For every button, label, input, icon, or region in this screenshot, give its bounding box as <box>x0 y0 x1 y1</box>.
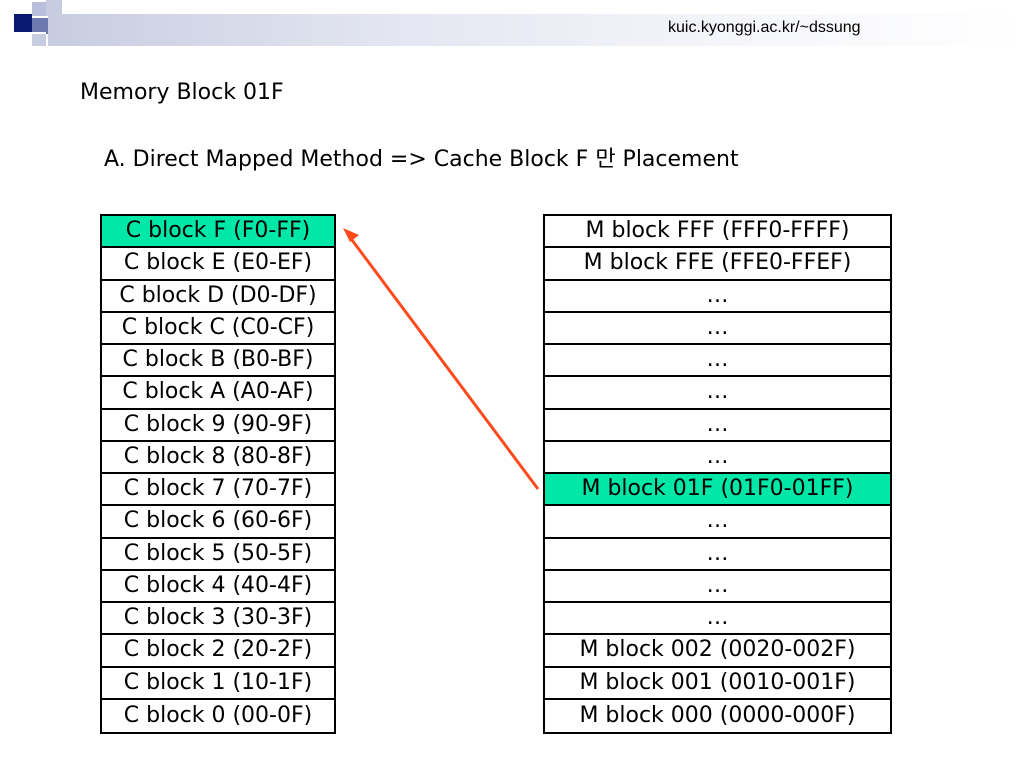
deco-square-light-3 <box>32 34 46 46</box>
cache-block-cell: C block 1 (10-1F) <box>102 668 334 700</box>
slide-title: Memory Block 01F <box>80 80 284 105</box>
memory-block-cell: M block FFF (FFF0-FFFF) <box>545 216 890 249</box>
cache-block-cell: C block 0 (00-0F) <box>123 702 313 728</box>
cache-block-cell: C block E (E0-EF) <box>102 248 334 281</box>
memory-block-cell: M block FFE (FFE0-FFEF) <box>545 248 890 281</box>
cache-block-table: C block F (F0-FF) C block E (E0-EF) C bl… <box>100 214 336 734</box>
deco-square-light-2 <box>46 0 62 16</box>
memory-block-table: M block FFF (FFF0-FFFF) M block FFE (FFE… <box>543 214 892 734</box>
memory-block-cell: M block 01F (01F0-01FF) <box>545 474 890 507</box>
cache-block-cell: C block C (C0-CF) <box>102 313 334 345</box>
memory-block-cell: M block 001 (0010-001F) <box>545 668 890 700</box>
memory-block-cell: M block 002 (0020-002F) <box>545 635 890 668</box>
memory-block-cell: … <box>545 571 890 603</box>
slide-header: kuic.kyonggi.ac.kr/~dssung <box>0 0 1024 48</box>
memory-block-cell: … <box>545 410 890 442</box>
memory-block-cell: … <box>545 281 890 313</box>
memory-block-cell: … <box>545 377 890 410</box>
cache-block-cell: C block 9 (90-9F) <box>102 410 334 442</box>
cache-block-cell: C block 7 (70-7F) <box>102 474 334 507</box>
deco-square-mid-1 <box>32 18 46 32</box>
memory-block-cell: … <box>545 603 890 636</box>
mapping-arrow-line <box>347 235 540 490</box>
cache-block-cell: C block 2 (20-2F) <box>102 635 334 668</box>
cache-block-cell: C block A (A0-AF) <box>102 377 334 410</box>
cache-block-cell: C block 8 (80-8F) <box>102 442 334 474</box>
cache-block-cell: C block 4 (40-4F) <box>102 571 334 603</box>
memory-block-cell: … <box>545 313 890 345</box>
cache-block-cell: C block B (B0-BF) <box>102 345 334 378</box>
cache-block-cell: C block 5 (50-5F) <box>102 539 334 571</box>
site-url: kuic.kyonggi.ac.kr/~dssung <box>668 19 861 36</box>
cache-block-cell: C block D (D0-DF) <box>102 281 334 313</box>
cache-block-cell: C block 3 (30-3F) <box>102 603 334 636</box>
cache-block-cell: C block 6 (60-6F) <box>102 506 334 539</box>
cache-block-cell: C block F (F0-FF) <box>102 216 334 249</box>
slide-subtitle: A. Direct Mapped Method => Cache Block F… <box>104 147 739 172</box>
deco-square-light-1 <box>32 2 46 16</box>
deco-square-dark-1 <box>14 14 32 32</box>
mapping-arrow-head <box>343 228 359 242</box>
memory-block-cell: … <box>545 506 890 539</box>
header-gradient-bar <box>48 14 1024 46</box>
memory-block-cell: … <box>545 442 890 474</box>
memory-block-cell: … <box>545 345 890 378</box>
memory-block-cell: … <box>545 539 890 571</box>
memory-block-cell: M block 000 (0000-000F) <box>579 702 856 728</box>
